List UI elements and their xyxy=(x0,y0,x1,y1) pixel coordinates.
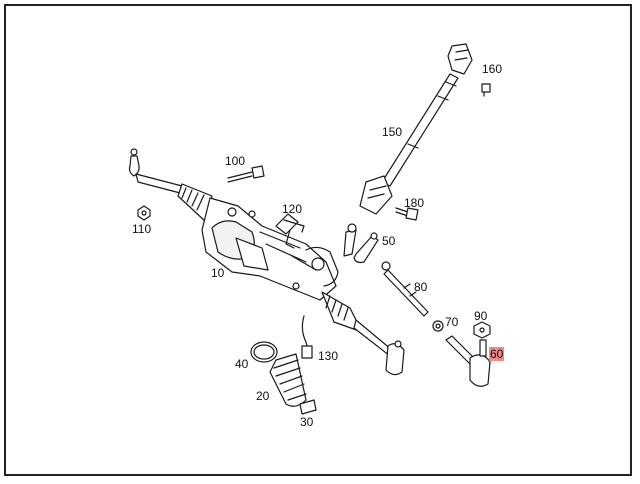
diagram-frame xyxy=(4,4,632,476)
part-label-30: 30 xyxy=(300,415,314,429)
nut-110 xyxy=(137,205,151,221)
clamp-30 xyxy=(299,399,317,415)
clamp-ring-40 xyxy=(250,341,278,363)
intermediate-shaft xyxy=(359,43,473,215)
part-label-20: 20 xyxy=(256,389,270,403)
clip-120 xyxy=(283,219,305,249)
right-tie-rod-end xyxy=(353,319,405,376)
outer-tie-rod-end-60 xyxy=(445,335,491,387)
part-label-40: 40 xyxy=(235,357,249,371)
rack-housing xyxy=(201,197,339,301)
part-label-180: 180 xyxy=(404,196,425,210)
bolt-160 xyxy=(481,83,491,97)
part-label-160: 160 xyxy=(482,62,503,76)
part-label-80: 80 xyxy=(414,280,428,294)
pinion-shaft xyxy=(343,223,357,257)
part-label-90: 90 xyxy=(474,309,488,323)
seal-50 xyxy=(353,232,379,264)
part-label-110: 110 xyxy=(132,222,152,236)
nut-90 xyxy=(473,321,491,339)
sensor-130 xyxy=(301,315,313,359)
inner-tie-rod-80 xyxy=(381,261,429,317)
part-label-150: 150 xyxy=(382,125,403,139)
boot-20 xyxy=(269,353,307,407)
nut-70 xyxy=(432,320,444,332)
part-label-100: 100 xyxy=(225,154,246,168)
part-label-60: 60 xyxy=(489,347,505,361)
part-label-10: 10 xyxy=(211,266,225,280)
part-label-130: 130 xyxy=(318,349,339,363)
bolt-100 xyxy=(227,165,265,183)
bolt-180 xyxy=(395,207,419,221)
part-label-120: 120 xyxy=(282,202,303,216)
left-tie-rod-end xyxy=(128,148,185,195)
part-label-70: 70 xyxy=(445,315,459,329)
part-label-50: 50 xyxy=(382,234,396,248)
